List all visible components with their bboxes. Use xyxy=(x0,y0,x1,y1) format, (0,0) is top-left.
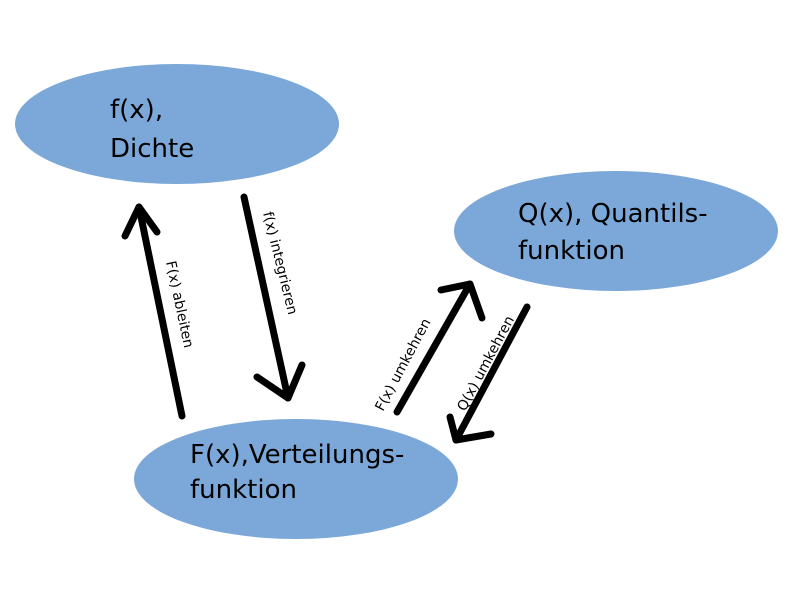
node-distribution: F(x),Verteilungs- funktion xyxy=(134,419,458,539)
node-quantile-ellipse xyxy=(454,171,778,291)
arrow-integrate-head xyxy=(253,361,306,402)
arrow-invert-F xyxy=(393,280,486,416)
node-density-line1: f(x), xyxy=(110,95,163,125)
node-quantile-line2: funktion xyxy=(518,236,625,266)
arrow-invert-Q-head xyxy=(446,413,495,444)
arrow-derive-head xyxy=(121,203,161,240)
arrow-invert-Q xyxy=(446,303,531,444)
arrow-derive xyxy=(121,203,186,420)
node-distribution-ellipse xyxy=(134,419,458,539)
arrow-derive-shaft xyxy=(135,203,186,420)
node-distribution-line1: F(x),Verteilungs- xyxy=(190,440,404,470)
arrow-invert-Q-shaft xyxy=(452,303,531,444)
node-density: f(x), Dichte xyxy=(15,64,339,184)
node-density-ellipse xyxy=(15,64,339,184)
arrow-integrate xyxy=(240,193,306,402)
node-distribution-line2: funktion xyxy=(190,475,297,505)
arrow-invert-F-shaft xyxy=(393,280,474,416)
label-invert-Q: Q(x) umkehren xyxy=(454,313,518,413)
arrow-invert-F-head xyxy=(437,280,486,322)
node-quantile-line1: Q(x), Quantils- xyxy=(518,199,708,229)
arrow-integrate-shaft xyxy=(240,193,292,402)
node-density-line2: Dichte xyxy=(110,134,194,164)
node-quantile: Q(x), Quantils- funktion xyxy=(454,171,778,291)
